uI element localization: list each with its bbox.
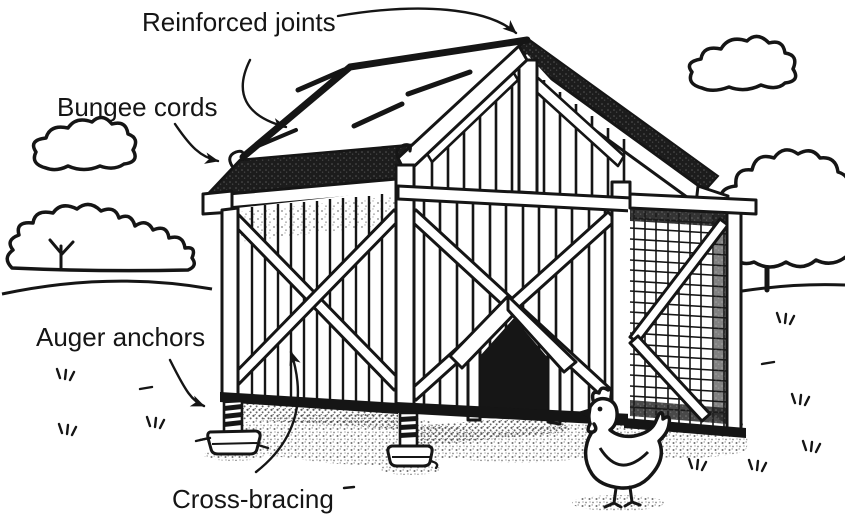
- door-opening: [480, 318, 548, 420]
- mesh-post-right: [725, 200, 743, 436]
- leader-arrow-auger-anchors: [168, 358, 206, 408]
- front-post-right: [610, 180, 632, 420]
- twig-icon: [48, 238, 75, 272]
- horizon-line-left: [1, 279, 213, 296]
- chicken-beak: [578, 408, 591, 419]
- leader-arrow-cross-bracing: [254, 350, 301, 474]
- bungee-hook-left: [228, 149, 245, 168]
- label-bungee-cords: Bungee cords: [57, 92, 217, 122]
- leader-arrow-reinforced-joints-peak: [336, 7, 518, 35]
- horizon-line-right: [741, 283, 845, 293]
- king-post: [517, 58, 539, 195]
- annotations: Reinforced joints Bungee cords Auger anc…: [36, 7, 518, 514]
- grass-tufts: [55, 311, 822, 490]
- coop-door: [448, 294, 578, 426]
- cloud-icon-left: [31, 115, 138, 172]
- chicken-coop: [194, 36, 758, 470]
- door-gable-right: [506, 294, 578, 374]
- mesh-shade-right: [714, 214, 726, 424]
- wing-corner-post: [220, 206, 240, 402]
- auger-anchor-left: [194, 399, 270, 456]
- main-bottom-rail: [396, 402, 632, 426]
- tarp-corner-line: [256, 128, 298, 148]
- chicken-body: [583, 396, 672, 490]
- gable-slats: [430, 70, 626, 198]
- chicken-wattle: [586, 422, 598, 434]
- leader-arrow-bungee-cords: [173, 122, 220, 164]
- front-gable: [396, 44, 642, 198]
- label-cross-bracing: Cross-bracing: [172, 484, 334, 514]
- leader-arrow-reinforced-joints-roof: [241, 58, 288, 130]
- bush-icon: [5, 202, 196, 273]
- wing-bottom-rail: [220, 392, 398, 414]
- left-wing: [201, 143, 412, 414]
- chicken-wing: [598, 447, 650, 467]
- label-auger-anchors: Auger anchors: [36, 322, 205, 352]
- auger-anchor-center: [386, 411, 439, 470]
- chicken-comb: [590, 386, 614, 402]
- chicken-icon: [578, 386, 672, 509]
- mesh-run-panel: [624, 192, 758, 438]
- cloud-icon-right: [687, 34, 798, 92]
- mesh-brace-lower: [628, 334, 712, 423]
- corner-post-left: [394, 163, 416, 412]
- main-front-face: [394, 163, 634, 426]
- chicken-legs: [603, 485, 642, 509]
- chicken-shadow: [572, 495, 664, 511]
- mesh-top-rail: [628, 192, 758, 216]
- bungee-hook-right: [395, 143, 412, 160]
- label-reinforced-joints: Reinforced joints: [142, 7, 336, 37]
- tarp-sheen-lines: [295, 67, 527, 133]
- chicken-eye: [597, 406, 603, 412]
